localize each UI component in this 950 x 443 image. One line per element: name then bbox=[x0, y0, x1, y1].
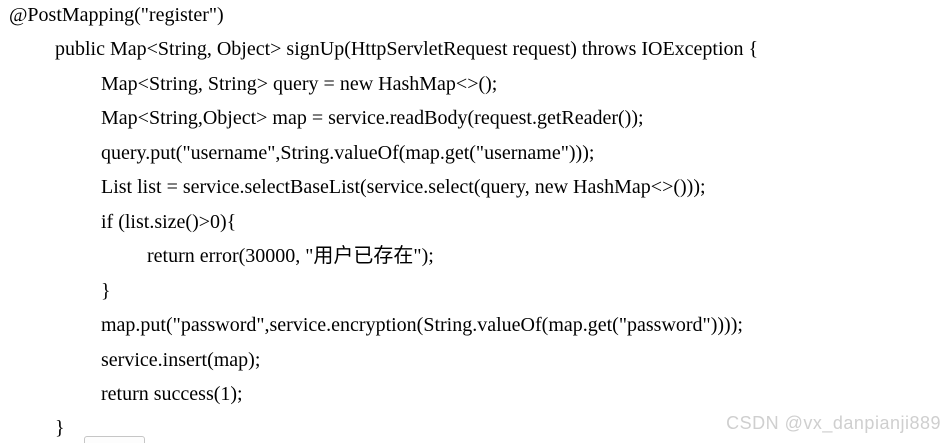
code-line: map.put("password",service.encryption(St… bbox=[9, 314, 743, 337]
code-line: query.put("username",String.valueOf(map.… bbox=[9, 141, 595, 164]
code-line: } bbox=[9, 279, 111, 302]
code-line: List list = service.selectBaseList(servi… bbox=[9, 176, 706, 199]
code-line: Map<String,Object> map = service.readBod… bbox=[9, 107, 644, 130]
code-line: return error(30000, "用户已存在"); bbox=[9, 245, 434, 268]
code-line: Map<String, String> query = new HashMap<… bbox=[9, 72, 498, 95]
watermark: CSDN @vx_danpianji889 bbox=[726, 413, 941, 433]
code-line: if (list.size()>0){ bbox=[9, 210, 237, 233]
code-line: @PostMapping("register") bbox=[9, 4, 224, 26]
clipped-partial-box bbox=[84, 436, 145, 443]
code-line: return success(1); bbox=[9, 382, 243, 405]
code-line: service.insert(map); bbox=[9, 348, 261, 371]
code-line: } bbox=[9, 417, 65, 440]
code-line: public Map<String, Object> signUp(HttpSe… bbox=[9, 38, 759, 61]
